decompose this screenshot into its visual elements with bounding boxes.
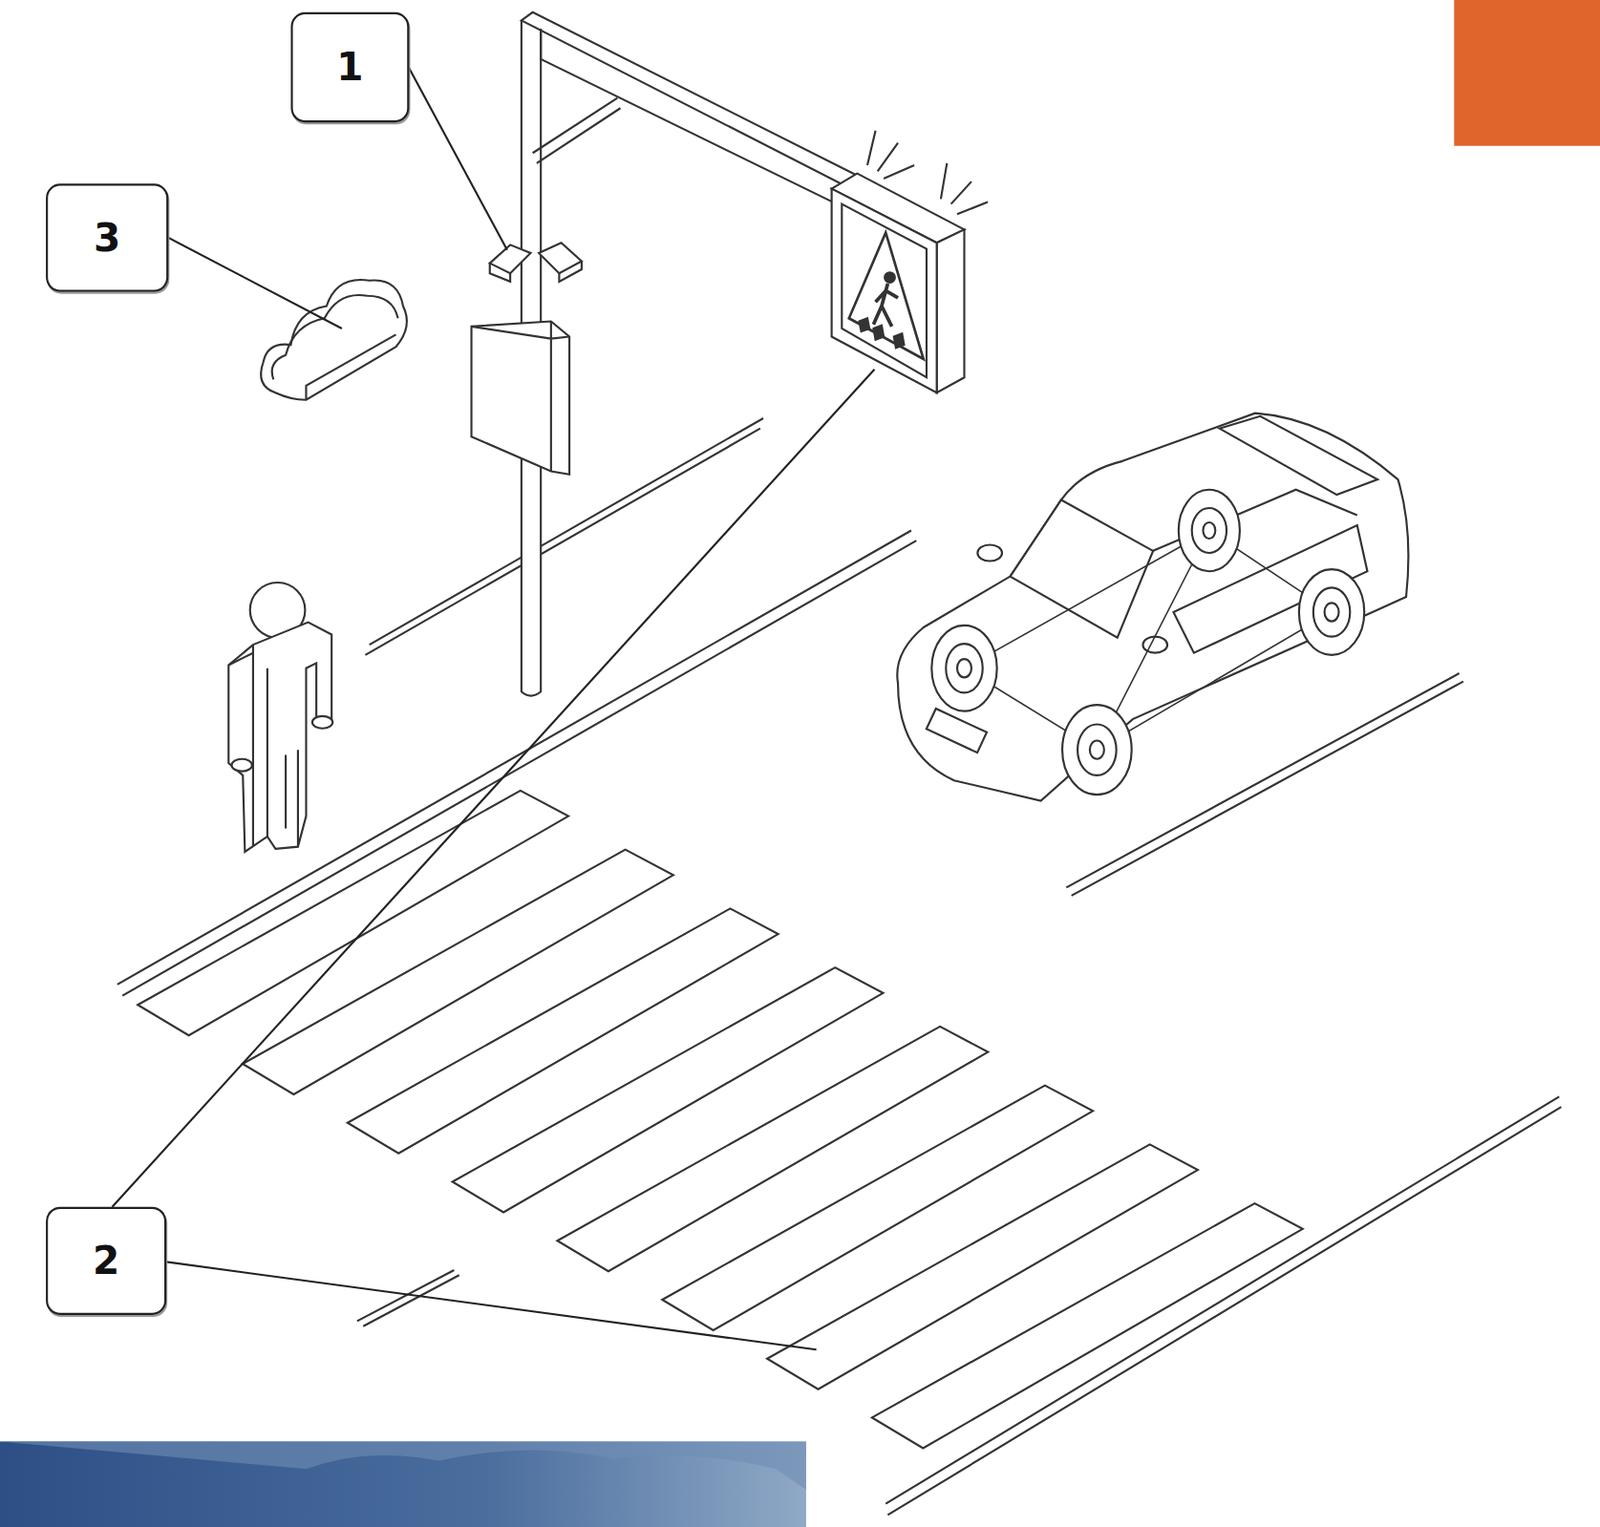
lane-line bbox=[357, 1270, 460, 1327]
photo-strip bbox=[0, 1441, 807, 1527]
sign-face bbox=[832, 189, 938, 394]
wheel-hub bbox=[957, 659, 972, 678]
gantry-arm bbox=[540, 28, 837, 205]
axles bbox=[963, 530, 1332, 750]
crosswalk-stripe bbox=[452, 967, 884, 1213]
pedestrian-icon bbox=[884, 272, 896, 283]
camera bbox=[490, 263, 511, 282]
body-edge bbox=[228, 644, 299, 848]
camera bbox=[490, 244, 532, 274]
warning-sign bbox=[832, 130, 988, 394]
hand bbox=[312, 716, 333, 729]
road-lines bbox=[117, 418, 1562, 1515]
cloud-depth bbox=[272, 295, 399, 401]
license-plate bbox=[926, 708, 987, 753]
sign-inner bbox=[841, 204, 927, 379]
sign-side bbox=[937, 229, 965, 393]
callout-box: 1 bbox=[290, 12, 409, 123]
callout-box: 3 bbox=[45, 183, 169, 292]
pedestrian-icon bbox=[873, 283, 898, 327]
camera bbox=[538, 242, 582, 274]
leader-line bbox=[112, 369, 875, 1208]
warning-triangle bbox=[849, 233, 924, 360]
body bbox=[228, 622, 332, 853]
leader-line bbox=[407, 65, 508, 250]
wheel-hub bbox=[1324, 602, 1340, 621]
wheel-hub bbox=[1313, 587, 1350, 637]
brace bbox=[533, 98, 621, 164]
wheel-hub bbox=[1077, 724, 1117, 775]
flash-rays bbox=[867, 130, 988, 215]
crosswalk-stripe bbox=[242, 850, 674, 1095]
wheel-hub bbox=[945, 643, 982, 693]
cabinet-edge bbox=[471, 320, 571, 471]
windshield bbox=[1010, 499, 1154, 638]
leader-lines bbox=[112, 65, 875, 1350]
control-cabinet bbox=[471, 320, 571, 474]
callout-number: 1 bbox=[336, 47, 363, 87]
hand bbox=[231, 759, 252, 772]
pedestrian bbox=[228, 582, 333, 853]
crosswalk-icon bbox=[858, 318, 904, 348]
callout-box: 2 bbox=[45, 1207, 167, 1316]
crosswalk bbox=[137, 790, 1303, 1450]
wheel bbox=[1062, 704, 1132, 795]
crosswalk-stripe bbox=[347, 908, 779, 1153]
crosswalk-stripe bbox=[872, 1203, 1303, 1449]
gantry-arm-top bbox=[521, 12, 857, 187]
cloud-photo bbox=[0, 1441, 807, 1490]
wheel-hub bbox=[1089, 741, 1105, 760]
camera bbox=[558, 260, 582, 281]
crosswalk-stripe bbox=[137, 790, 569, 1036]
gantry-pole bbox=[471, 12, 858, 697]
car bbox=[896, 413, 1408, 802]
wheel-hub bbox=[1202, 522, 1216, 539]
wheel-hub bbox=[1192, 508, 1227, 554]
cameras bbox=[490, 242, 582, 282]
callout-number: 3 bbox=[93, 218, 121, 258]
wheels bbox=[931, 490, 1365, 795]
leader-line bbox=[166, 1261, 816, 1350]
rear-window bbox=[1219, 416, 1379, 495]
car-body bbox=[896, 413, 1408, 802]
mirror bbox=[1142, 637, 1168, 654]
crosswalk-stripe bbox=[661, 1086, 1093, 1331]
crosswalk-stripe bbox=[767, 1144, 1198, 1389]
orange-corner bbox=[1453, 0, 1600, 147]
leader-line bbox=[168, 237, 342, 329]
callout-number: 2 bbox=[92, 1241, 120, 1281]
wheel bbox=[1178, 490, 1240, 572]
mirror bbox=[977, 544, 1003, 561]
crosswalk-stripe bbox=[556, 1026, 988, 1272]
wheel bbox=[1299, 569, 1365, 656]
sky-photo bbox=[0, 1441, 807, 1527]
wheel bbox=[931, 625, 997, 712]
